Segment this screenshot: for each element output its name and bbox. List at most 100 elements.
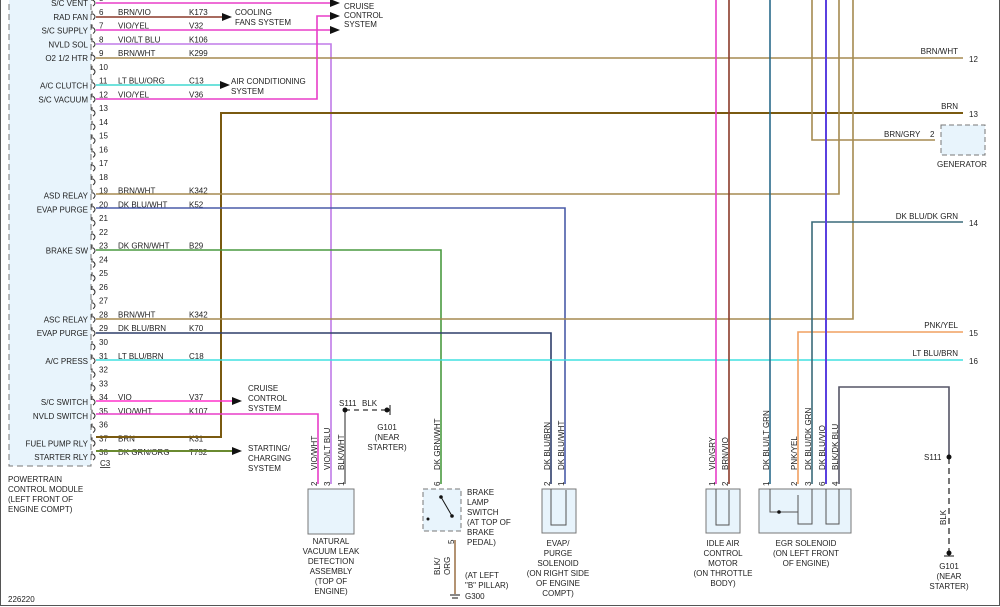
connector-terminal-icon — [91, 258, 96, 268]
arrow-icon — [330, 12, 340, 20]
evap-pin: 1 — [557, 481, 566, 486]
arrow-icon — [222, 13, 232, 21]
ref-wire-label: DK BLU/DK GRN — [896, 212, 958, 221]
connector-terminal-icon — [91, 120, 96, 131]
connector-terminal-icon — [91, 65, 96, 76]
pin-wire-color: BRN/WHT — [118, 187, 155, 196]
arrow-icon — [232, 447, 242, 455]
ref-number: 15 — [969, 329, 978, 338]
brake-name: LAMP — [467, 498, 489, 507]
pin-wire-color: LT BLU/ORG — [118, 77, 165, 86]
connector-terminal-icon — [91, 437, 96, 447]
right-ground-label: STARTER) — [929, 582, 969, 591]
brake-wire-bot: BLK/ — [433, 557, 442, 575]
evap-wire: DK BLU/BRN — [543, 422, 552, 470]
pin-circuit: K107 — [189, 407, 208, 416]
idle-air-control-motor: 1 2 VIO/GRY BRN/VIO IDLE AIR CONTROL MOT… — [694, 436, 753, 588]
egr-internal — [769, 489, 798, 513]
arrow-icon — [330, 26, 340, 34]
wire-egr-3 — [811, 221, 963, 484]
connector-terminal-icon — [91, 272, 96, 282]
pin-function: ASC RELAY — [44, 315, 89, 324]
pin-wire-color: BRN/VIO — [118, 8, 151, 17]
iac-wire: BRN/VIO — [721, 437, 730, 470]
egr-name: OF ENGINE) — [783, 559, 830, 568]
wire-nvld-switch — [96, 413, 319, 484]
pin-function: FUEL PUMP RLY — [25, 439, 88, 448]
wire-asc-relay — [96, 0, 854, 320]
pin-number: 19 — [99, 187, 108, 196]
pin-number: 18 — [99, 173, 108, 182]
solenoid-coil-icon — [825, 489, 840, 525]
connector-terminal-icon — [91, 38, 96, 48]
pin-circuit: V37 — [189, 393, 204, 402]
pin-function: NVLD SWITCH — [33, 412, 88, 421]
egr-wire: BLK/DK BLU — [831, 424, 840, 470]
cruise-mid-label: CONTROL — [248, 394, 288, 403]
pin-circuit: K52 — [189, 200, 204, 209]
pin-wire-color: VIO/YEL — [118, 90, 150, 99]
connector-terminal-icon — [91, 285, 96, 296]
pin-function: A/C CLUTCH — [40, 82, 88, 91]
connector-terminal-icon — [91, 299, 96, 310]
pin-wire-color: DK BLU/BRN — [118, 324, 166, 333]
connector-terminal-icon — [91, 203, 96, 213]
iac-pin: 1 — [708, 481, 717, 486]
pin-wire-color: VIO/LT BLU — [118, 35, 161, 44]
pin-circuit: C13 — [189, 77, 204, 86]
egr-pin: 4 — [831, 481, 840, 486]
generator-name: GENERATOR — [937, 160, 987, 169]
pin-number: 6 — [99, 8, 104, 17]
ref-number: 16 — [969, 357, 978, 366]
pin-number: 5 — [99, 0, 104, 3]
pin-number: 33 — [99, 379, 108, 388]
connector-terminal-icon — [91, 52, 96, 62]
connector-terminal-icon — [91, 313, 96, 323]
connector-terminal-icon — [91, 24, 96, 34]
right-ground-label: (NEAR — [937, 572, 962, 581]
pin-number: 30 — [99, 338, 108, 347]
nvld-pin: 1 — [337, 481, 346, 486]
cruise-mid-label: SYSTEM — [248, 404, 281, 413]
diagram-id: 226220 — [8, 595, 35, 604]
connector-terminal-icon — [91, 0, 96, 7]
pcm-name-line: POWERTRAIN — [8, 475, 62, 484]
egr-internal — [797, 489, 813, 525]
splice-label: S111 — [339, 399, 357, 408]
connector-terminal-icon — [91, 423, 96, 433]
pin-number: 35 — [99, 407, 108, 416]
pin-wire-color: DK GRN/WHT — [118, 242, 170, 251]
egr-wire: DK BLU/DK GRN — [804, 408, 813, 470]
nvld-name: NATURAL — [313, 537, 350, 546]
wire-brake-sw — [96, 249, 442, 484]
ac-label: AIR CONDITIONING — [231, 77, 306, 86]
cruise-top-label: SYSTEM — [344, 20, 377, 29]
nvld-wire: VIO/WHT — [310, 436, 319, 470]
brake-name: BRAKE — [467, 528, 494, 537]
iac-pin: 2 — [721, 481, 730, 486]
egr-pin: 2 — [790, 481, 799, 486]
brake-pin-bot: 5 — [447, 539, 456, 544]
evap-name: (ON RIGHT SIDE — [527, 569, 590, 578]
arrow-icon — [220, 81, 230, 89]
evap-box — [541, 488, 577, 534]
connector-terminal-icon — [91, 10, 96, 21]
connector-terminal-icon — [91, 230, 96, 241]
pin-wire-color: BRN/WHT — [118, 49, 155, 58]
pin-circuit: K299 — [189, 49, 208, 58]
connector-terminal-icon — [91, 409, 96, 420]
iac-box — [705, 488, 741, 534]
generator-box — [940, 124, 986, 156]
ground-wire-label: BLK — [939, 509, 948, 525]
egr-name: EGR SOLENOID — [776, 539, 837, 548]
pin-wire-color: LT BLU/BRN — [118, 352, 164, 361]
brake-name: PEDAL) — [467, 538, 496, 547]
pin-number: 38 — [99, 448, 108, 457]
arrow-icon — [330, 0, 340, 7]
switch-contact — [440, 496, 453, 517]
pin-number: 28 — [99, 310, 108, 319]
pin-circuit: K31 — [189, 434, 204, 443]
pin-number: 31 — [99, 352, 108, 361]
pin-circuit: K106 — [189, 35, 208, 44]
